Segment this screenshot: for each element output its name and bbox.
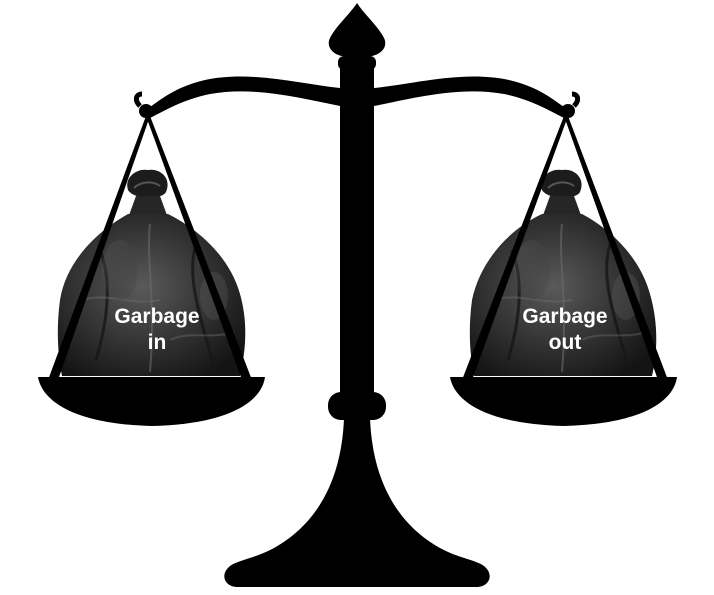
right-garbage-bag-icon: Garbage out: [469, 169, 657, 376]
balance-scale-icon: [38, 3, 677, 587]
left-pan-string-left: [48, 116, 150, 380]
left-pan: [38, 377, 265, 426]
scale-knob: [328, 392, 386, 420]
right-pan-string-right: [564, 116, 668, 380]
scale-beam: [146, 76, 340, 118]
scale-finial: [328, 3, 386, 56]
scale-base: [224, 418, 490, 587]
right-bag-label-line1: Garbage: [522, 305, 607, 328]
right-pan: [450, 377, 677, 426]
left-pan-string-right: [146, 116, 252, 380]
left-bag-label-line2: in: [148, 331, 167, 354]
right-pan-string-left: [462, 116, 568, 380]
right-bag-label-line2: out: [549, 331, 582, 354]
left-garbage-bag-icon: Garbage in: [57, 169, 246, 376]
scale-collar: [338, 56, 376, 70]
left-bag-label-line1: Garbage: [114, 305, 199, 328]
scale-column: [340, 68, 374, 400]
